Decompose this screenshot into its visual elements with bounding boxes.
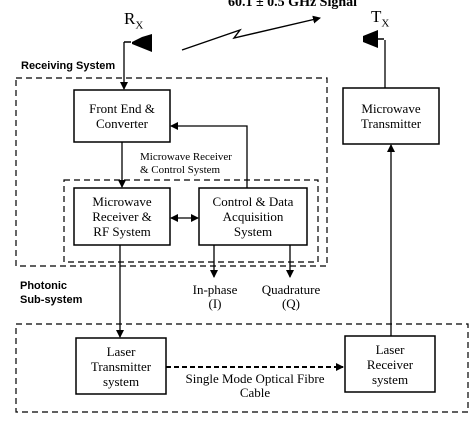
- laser-receiver-line-1: Laser: [375, 341, 405, 357]
- mw-receiver-rf-line-3: RF System: [93, 224, 151, 239]
- fibre-cable-label: Single Mode Optical Fibre Cable: [170, 372, 340, 399]
- laser-transmitter-line-1: Laser: [106, 343, 136, 359]
- mw-receiver-rf-line-2: Receiver &: [92, 209, 152, 224]
- quadrature-line-2: (Q): [281, 295, 301, 311]
- control-system-boundary: [63, 179, 319, 263]
- front-end-text: Front End & Converter: [74, 90, 170, 142]
- mw-transmitter-text: Microwave Transmitter: [343, 88, 439, 144]
- front-end-box: [73, 89, 171, 143]
- front-end-line-2: Converter: [96, 116, 148, 131]
- in-phase-line-2: (I): [208, 295, 222, 311]
- control-daq-line-3: System: [233, 224, 273, 239]
- mw-transmitter-box: [342, 87, 440, 145]
- photonic-subsystem-line-1: Photonic: [20, 280, 68, 292]
- tx-label: TX: [371, 8, 389, 30]
- photonic-subsystem-line-2: Sub-system: [20, 294, 83, 306]
- wireless-signal-arrow: [181, 15, 321, 51]
- mw-receiver-control-line-2: & Control System: [140, 164, 221, 176]
- mw-receiver-rf-line-1: Microwave: [92, 194, 152, 209]
- tx-label-sub: X: [381, 17, 390, 30]
- laser-transmitter-line-2: Transmitter: [90, 358, 152, 374]
- receiving-system-boundary: [15, 77, 328, 267]
- photonic-subsystem-label: Photonic Sub-system: [20, 279, 82, 307]
- mw-transmitter-line-2: Transmitter: [360, 116, 422, 131]
- control-daq-box: [198, 187, 308, 246]
- laser-receiver-line-3: system: [371, 371, 409, 387]
- fibre-cable-line-2: Cable: [239, 384, 271, 400]
- quadrature-label: Quadrature (Q): [254, 283, 328, 310]
- mw-receiver-rf-text: Microwave Receiver & RF System: [74, 188, 170, 245]
- photonic-subsystem-boundary: [15, 323, 469, 413]
- laser-transmitter-text: Laser Transmitter system: [76, 338, 166, 394]
- laser-receiver-line-2: Receiver: [366, 356, 414, 372]
- rx-antenna-icon: [124, 34, 152, 52]
- quadrature-line-1: Quadrature: [261, 282, 321, 297]
- in-phase-line-1: In-phase: [192, 282, 238, 297]
- mw-transmitter-line-1: Microwave: [361, 101, 421, 116]
- control-daq-line-1: Control & Data: [212, 194, 294, 209]
- receiving-system-label: Receiving System: [21, 60, 116, 72]
- mw-receiver-control-line-1: Microwave Receiver: [140, 151, 232, 163]
- rx-label-sub: X: [135, 19, 144, 32]
- mw-receiver-control-label: Microwave Receiver & Control System: [140, 151, 232, 177]
- rx-label-main: R: [124, 9, 136, 28]
- in-phase-label: In-phase (I): [190, 283, 240, 310]
- fibre-cable-line-1: Single Mode Optical Fibre: [185, 371, 325, 386]
- control-daq-text: Control & Data Acquisition System: [199, 188, 307, 245]
- tx-antenna-icon: [363, 30, 384, 48]
- mw-receiver-rf-box: [73, 187, 171, 246]
- front-end-line-1: Front End &: [89, 101, 155, 116]
- control-daq-line-2: Acquisition: [222, 209, 284, 224]
- tx-label-main: T: [371, 7, 382, 26]
- laser-transmitter-line-3: system: [102, 373, 140, 389]
- rx-label: RX: [124, 10, 143, 32]
- signal-label: 60.1 ± 0.5 GHz Signal: [228, 0, 358, 10]
- control-to-front-end-arrow: [170, 122, 248, 188]
- laser-receiver-text: Laser Receiver system: [345, 336, 435, 392]
- laser-receiver-box: [344, 335, 436, 393]
